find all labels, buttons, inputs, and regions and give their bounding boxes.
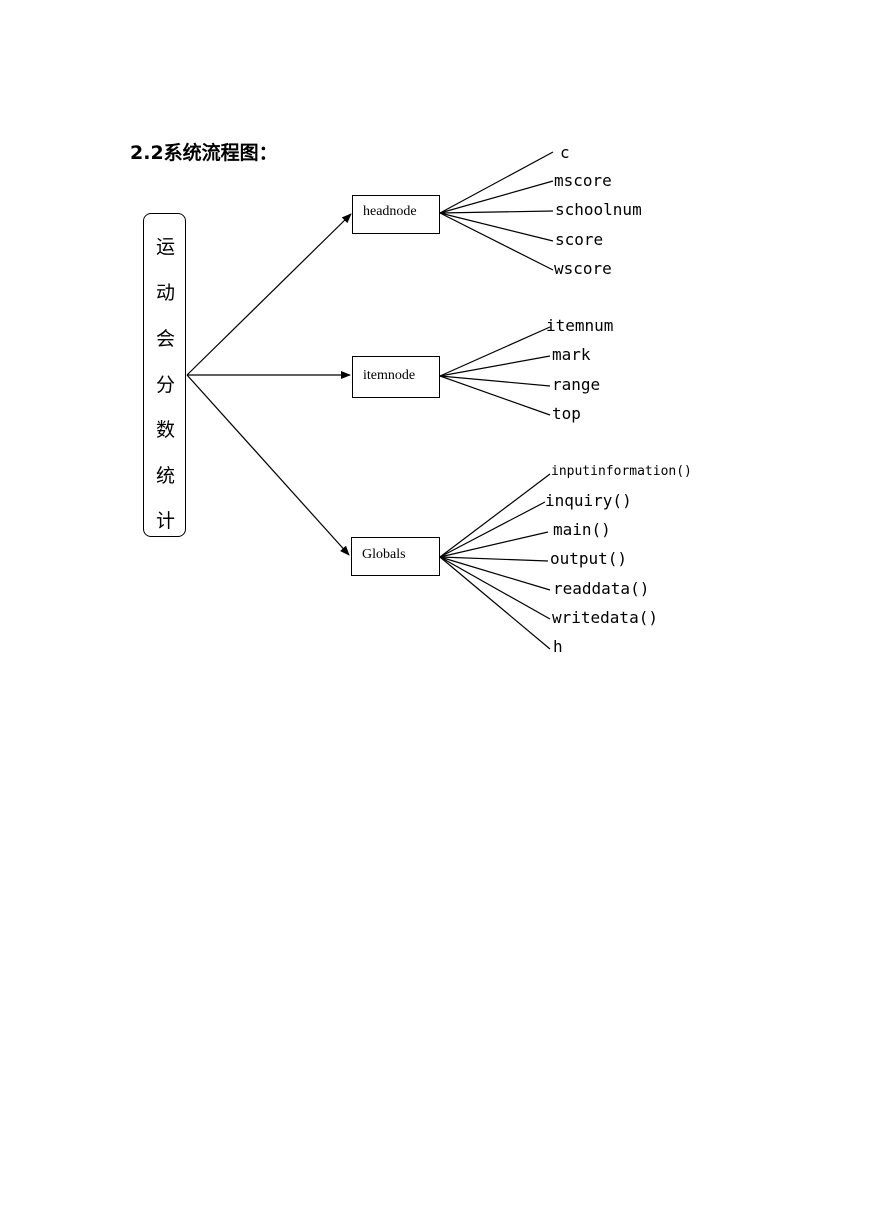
leaf-label: mscore — [554, 171, 612, 190]
leaf-label: range — [552, 375, 601, 394]
edge-leaf — [439, 326, 551, 377]
edge-leaf — [439, 375, 551, 387]
leaf-label: mark — [552, 345, 591, 364]
leaf-label: wscore — [554, 259, 612, 278]
root-char: 数 — [155, 419, 175, 441]
edge-leaf — [439, 180, 554, 214]
edge-leaf — [439, 556, 551, 650]
root-char: 分 — [155, 374, 175, 396]
edge-leaf — [439, 556, 551, 620]
leaf-label: main() — [553, 520, 611, 539]
root-char: 会 — [155, 328, 175, 350]
edge-leaf — [439, 473, 551, 558]
leaf-label: c — [560, 143, 570, 162]
leaf-label: inquiry() — [545, 491, 632, 510]
leaf-label: inputinformation() — [551, 464, 692, 479]
leaf-label: itemnum — [546, 316, 614, 335]
edge-leaf — [439, 556, 549, 562]
node-label: headnode — [363, 204, 417, 219]
edge-root-to-globals — [186, 374, 350, 556]
node-label: Globals — [362, 547, 406, 562]
node-headnode: headnode — [352, 195, 440, 234]
edge-root-to-headnode — [186, 213, 352, 376]
leaf-label: top — [552, 404, 581, 423]
edge-leaf — [439, 151, 554, 214]
leaf-label: score — [555, 230, 604, 249]
node-label: itemnode — [363, 368, 416, 383]
leaf-label: h — [553, 637, 563, 656]
leaf-label: output() — [550, 549, 628, 568]
leaf-label: readdata() — [553, 579, 650, 598]
edge-leaf — [439, 212, 554, 242]
edge-leaf — [439, 375, 551, 416]
edge-leaf — [439, 212, 554, 271]
root-char: 统 — [155, 465, 175, 487]
section-heading: 2.2系统流程图： — [130, 142, 278, 164]
root-char: 动 — [155, 282, 175, 304]
node-itemnode: itemnode — [352, 356, 440, 398]
edge-leaf — [439, 556, 551, 591]
root-char: 计 — [155, 510, 175, 532]
leaf-label: writedata() — [552, 608, 658, 627]
root-node-box: 运 动 会 分 数 统 计 — [143, 213, 186, 537]
node-globals: Globals — [351, 537, 440, 576]
edge-leaf — [439, 501, 546, 558]
leaf-label: schoolnum — [555, 200, 642, 219]
edge-leaf — [439, 531, 549, 558]
edge-leaf — [439, 355, 551, 377]
root-char: 运 — [155, 236, 175, 258]
edge-leaf — [439, 210, 554, 214]
